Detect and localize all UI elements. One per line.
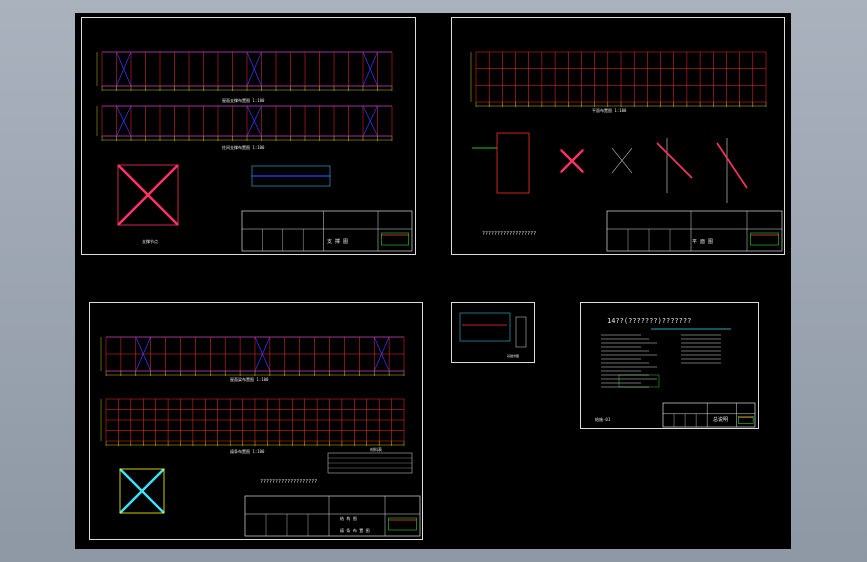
plan-label-bottom: 柱间支撑布置图 1:100 <box>222 144 265 150</box>
plan-label-2: 平面布置图 1:100 <box>592 107 627 113</box>
sheet-2-canvas: 平面布置图 1:100 ?????????????????? 平 面 图 <box>470 51 783 252</box>
drawing-sheet-5[interactable]: 14??(???????)??????? 结施-01 总说明 <box>580 302 759 429</box>
sheet-1-canvas: 屋面支撑布置图 1:100 柱间支撑布置图 1:100 支撑节点 支 撑 图 <box>96 51 413 252</box>
cad-model-viewport[interactable]: 屋面支撑布置图 1:100 柱间支撑布置图 1:100 支撑节点 支 撑 图 平… <box>75 13 791 549</box>
title-block-name-3b: 檩 条 布 置 图 <box>340 527 370 533</box>
note-table <box>618 374 660 388</box>
note-line-3: ??????????????????? <box>260 479 317 485</box>
material-table-title: 材料表 <box>370 446 382 452</box>
title-block-name-2: 平 面 图 <box>692 239 713 245</box>
stamp-box <box>381 232 409 246</box>
foundation-column <box>515 316 527 348</box>
title-block <box>606 210 783 252</box>
title-block <box>241 210 413 252</box>
detail-line <box>716 142 748 189</box>
brace-line <box>362 51 378 87</box>
sheet-4-canvas: 基础详图 <box>459 312 527 358</box>
material-table <box>327 452 413 474</box>
node-frame <box>119 468 165 514</box>
title-block-name-5: 总说明 <box>713 416 728 423</box>
brace-line <box>246 51 262 87</box>
plan-label-3-bottom: 檩条布置图 1:100 <box>230 448 265 454</box>
sheet-5-canvas: 14??(???????)??????? 结施-01 总说明 <box>595 317 756 428</box>
drawing-sheet-4[interactable]: 基础详图 <box>451 302 535 363</box>
brace-line <box>362 105 378 137</box>
page-number: 结施-01 <box>595 416 611 422</box>
drawing-sheet-2[interactable]: 平面布置图 1:100 ?????????????????? 平 面 图 <box>451 17 785 255</box>
plan-label-top: 屋面支撑布置图 1:100 <box>222 97 265 103</box>
drawing-sheet-3[interactable]: 屋面梁布置图 1:100 檩条布置图 1:100 材料表 ???????????… <box>89 302 423 540</box>
title-block-name-3a: 结 构 图 <box>340 515 357 521</box>
plan-label-3-top: 屋面梁布置图 1:100 <box>230 376 269 382</box>
brace-line <box>246 105 262 137</box>
brace-line <box>116 51 132 87</box>
brace-diagonal <box>117 164 179 226</box>
node-frame <box>117 164 179 226</box>
brace-diagonal <box>559 148 585 174</box>
brace-line <box>116 105 132 137</box>
stamp-box <box>750 232 779 246</box>
sheet-3-canvas: 屋面梁布置图 1:100 檩条布置图 1:100 材料表 ???????????… <box>100 336 421 537</box>
detail-line <box>611 147 633 174</box>
brace-detail-label: 支撑节点 <box>142 238 158 244</box>
node-frame <box>559 148 585 174</box>
notes-header: 14??(???????)??????? <box>607 317 691 325</box>
sheet-4-caption: 基础详图 <box>507 353 519 358</box>
brace-diagonal <box>119 468 165 514</box>
section-detail <box>251 165 331 187</box>
note-line-2: ?????????????????? <box>482 231 536 237</box>
detail-frame <box>496 132 530 194</box>
foundation-detail <box>459 312 511 342</box>
title-block-name-1: 支 撑 图 <box>327 238 348 245</box>
stamp-box <box>388 517 417 531</box>
title-block <box>244 495 421 537</box>
drawing-sheet-1[interactable]: 屋面支撑布置图 1:100 柱间支撑布置图 1:100 支撑节点 支 撑 图 <box>81 17 416 255</box>
title-block <box>662 402 756 428</box>
stamp-box <box>738 415 754 424</box>
detail-line <box>656 142 693 179</box>
